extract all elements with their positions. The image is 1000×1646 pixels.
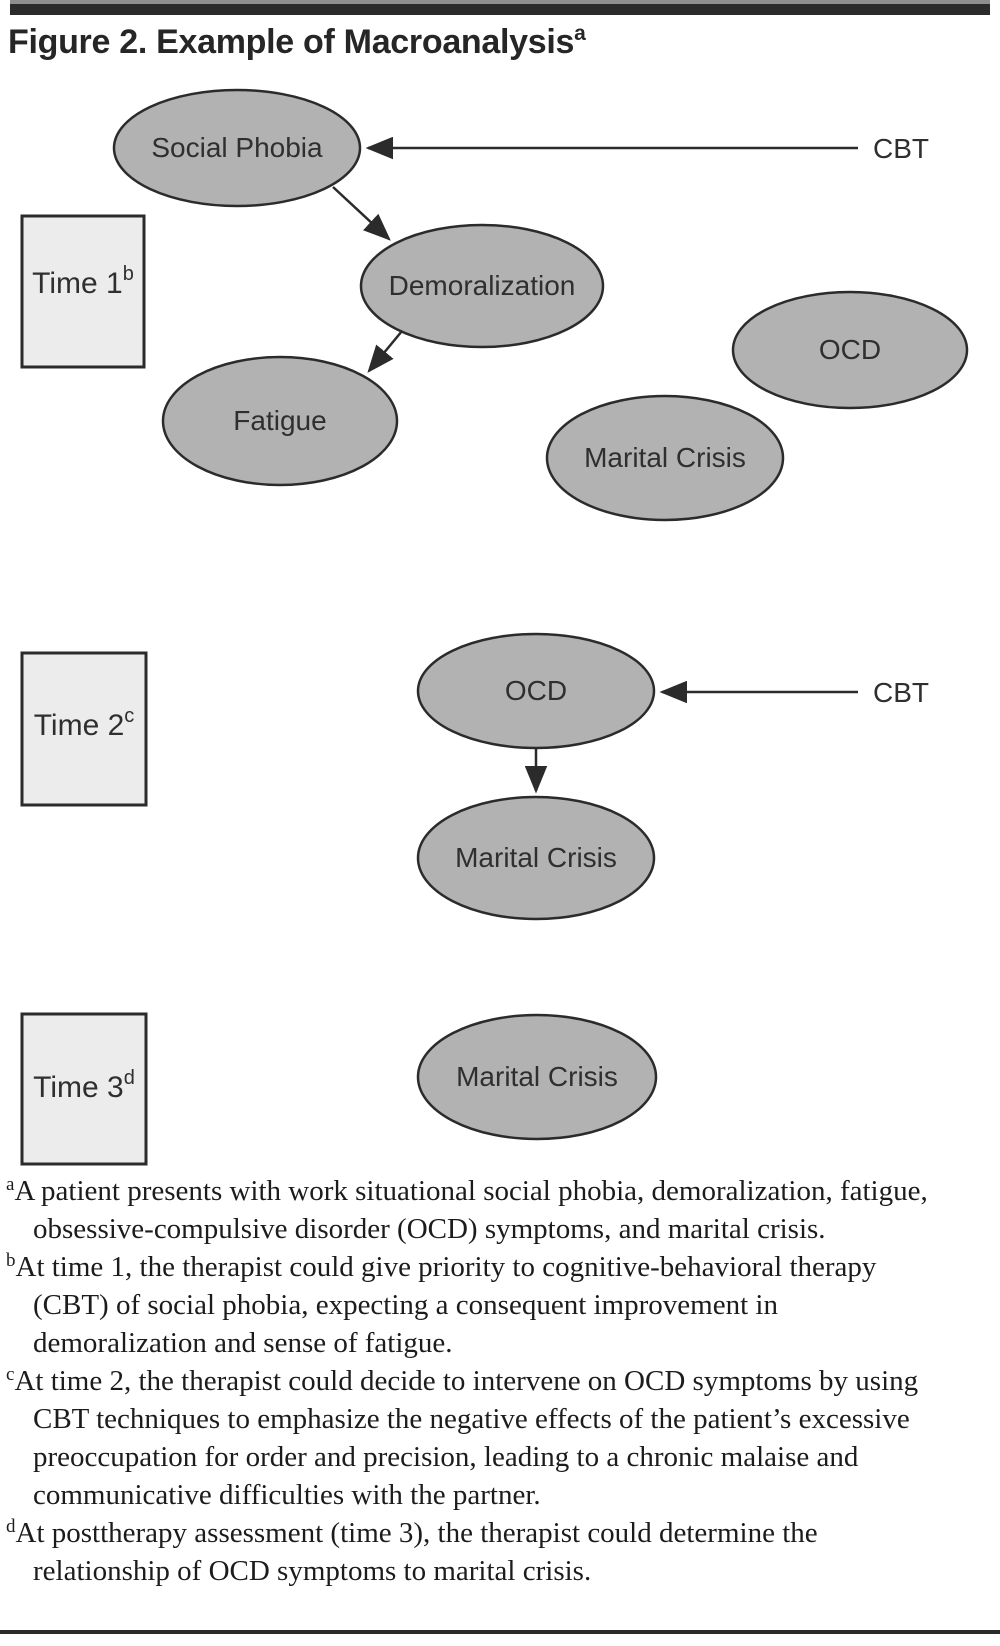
figure-title-text: Figure 2. Example of Macroanalysis	[8, 23, 575, 61]
demoralization-node	[359, 223, 605, 349]
figure-title-superscript: a	[574, 22, 586, 45]
footnote-c-marker: c	[6, 1364, 15, 1385]
footnote-b: bAt time 1, the therapist could give pri…	[6, 1248, 956, 1362]
footnote-c-text: At time 2, the therapist could decide to…	[14, 1365, 919, 1511]
time1-box	[20, 214, 146, 369]
marital-crisis-t2-label: Marital Crisis	[455, 842, 617, 873]
footnote-a: aA patient presents with work situationa…	[6, 1172, 956, 1248]
time3-box	[20, 1012, 148, 1166]
ocd-t1-node	[731, 290, 969, 410]
social-phobia-to-demoralization-arrow	[332, 186, 391, 241]
cbt-label-time2: CBT	[873, 677, 929, 708]
time1-label: Time 1b	[32, 263, 134, 300]
ocd-t2-label: OCD	[505, 675, 567, 706]
fatigue-node	[161, 355, 399, 487]
footnote-d: dAt posttherapy assessment (time 3), the…	[6, 1514, 956, 1590]
footnote-d-text: At posttherapy assessment (time 3), the …	[15, 1517, 818, 1587]
social-phobia-node	[112, 88, 362, 208]
bottom-rule	[0, 1630, 1000, 1634]
footnote-b-marker: b	[6, 1250, 16, 1271]
figure-title: Figure 2. Example of Macroanalysisa	[8, 22, 992, 62]
time3-label: Time 3d	[33, 1067, 135, 1104]
ocd-t2-node	[416, 632, 656, 750]
demoralization-to-fatigue-arrow	[367, 330, 403, 373]
time2-label: Time 2c	[34, 705, 135, 742]
top-gray-rule	[10, 0, 990, 4]
marital-crisis-t1-label: Marital Crisis	[584, 442, 746, 473]
top-black-bar	[10, 4, 990, 15]
demoralization-label: Demoralization	[389, 270, 576, 301]
social-phobia-label: Social Phobia	[151, 132, 323, 163]
marital-crisis-t1-node	[545, 394, 785, 522]
fatigue-label: Fatigue	[233, 405, 326, 436]
footnote-c: cAt time 2, the therapist could decide t…	[6, 1362, 956, 1514]
marital-crisis-t3-label: Marital Crisis	[456, 1061, 618, 1092]
footnote-b-text: At time 1, the therapist could give prio…	[15, 1251, 877, 1359]
footnote-a-text: A patient presents with work situational…	[14, 1175, 928, 1245]
footnote-a-marker: a	[6, 1174, 15, 1195]
marital-crisis-t2-node	[416, 795, 656, 921]
marital-crisis-t3-node	[416, 1013, 658, 1141]
time2-box	[20, 651, 148, 807]
footnotes: aA patient presents with work situationa…	[6, 1172, 956, 1590]
footnote-d-marker: d	[6, 1516, 16, 1537]
cbt-label-time1: CBT	[873, 133, 929, 164]
ocd-t1-label: OCD	[819, 334, 881, 365]
